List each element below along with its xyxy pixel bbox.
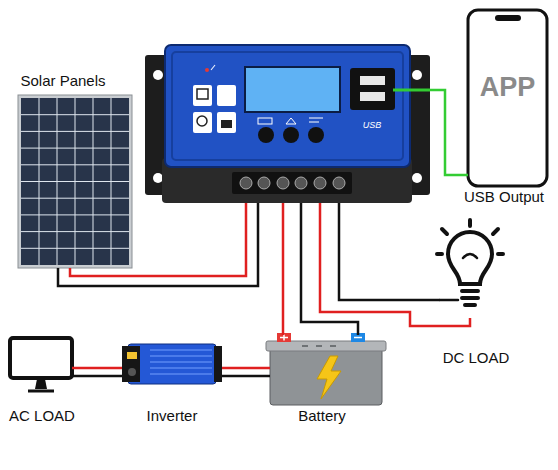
wire-connector: [320, 203, 470, 326]
inverter-art: [122, 344, 222, 384]
solar-panel-art: [18, 95, 132, 268]
ac-load-monitor: AC LOAD: [10, 338, 72, 388]
wire: [70, 203, 246, 276]
monitor-art: [10, 338, 72, 391]
phone-art: [468, 10, 547, 186]
wire: [72, 367, 122, 370]
bulb-art: [437, 220, 503, 305]
wire: [222, 375, 270, 378]
node-label: Solar Panels: [20, 72, 105, 89]
wire: [339, 203, 440, 300]
wire-connector: [72, 368, 122, 376]
node-label: APP: [480, 72, 536, 103]
wire-connector: [222, 368, 270, 376]
wire-connector: [430, 90, 468, 175]
wire: [320, 203, 470, 326]
node-label: Battery: [298, 407, 346, 424]
wire: [430, 90, 468, 175]
battery: Battery: [270, 335, 382, 407]
solar-panel: Solar Panels: [18, 95, 132, 268]
node-label: USB: [363, 120, 382, 130]
battery-art: [266, 333, 386, 405]
wire: [282, 203, 285, 335]
node-sublabel: USB Output: [464, 188, 544, 205]
wire: [58, 203, 258, 286]
node-label: Inverter: [147, 407, 198, 424]
wire: [301, 203, 358, 335]
charge-controller: USB: [145, 45, 430, 203]
wire: [72, 375, 122, 378]
node-label: AC LOAD: [9, 407, 75, 424]
node-label: DC LOAD: [443, 349, 510, 366]
inverter: Inverter: [122, 340, 222, 388]
dc-load-bulb: DC LOAD: [440, 228, 505, 318]
wire: [222, 367, 270, 370]
phone: APPUSB Output: [468, 10, 547, 186]
wire-connector: [58, 203, 258, 286]
controller-art: [145, 45, 430, 203]
